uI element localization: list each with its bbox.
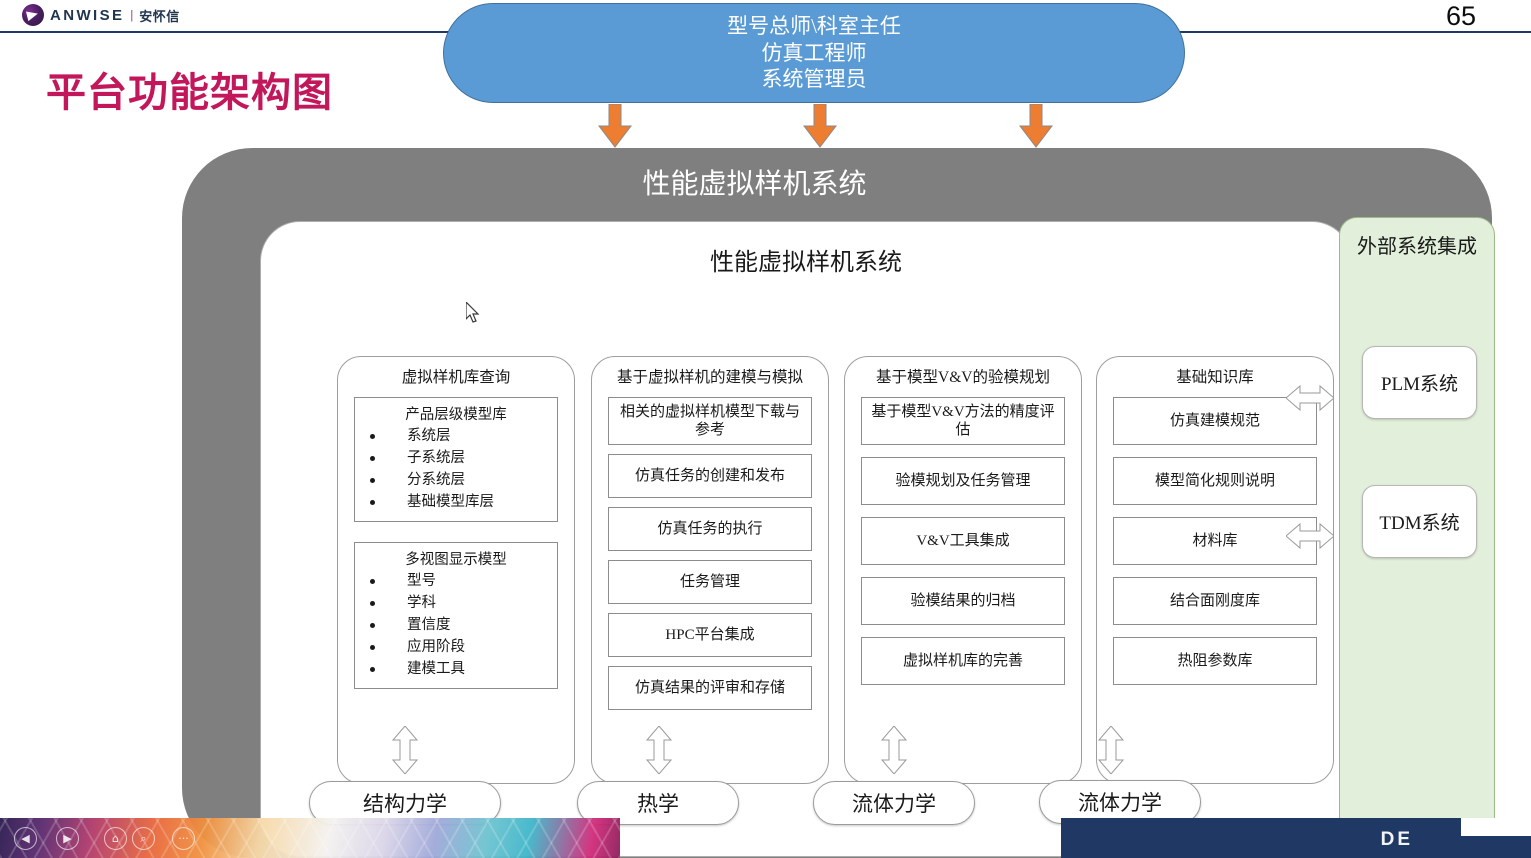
down-arrow-icon-1 (598, 104, 632, 148)
system-inner-title: 性能虚拟样机系统 (710, 250, 902, 276)
module-item[interactable]: 任务管理 (608, 560, 812, 604)
module-column-query[interactable]: 虚拟样机库查询 产品层级模型库 系统层 子系统层 分系统层 基础模型库层 多视图… (337, 356, 575, 784)
logo-mark-icon (22, 4, 44, 26)
external-systems-panel: 外部系统集成 PLM系统 TDM系统 (1339, 217, 1495, 858)
taskbar-hex-pattern (0, 818, 620, 858)
bidirectional-arrow-icon-disc-3 (880, 726, 908, 774)
logo-separator: | (130, 7, 134, 22)
role-line-3: 系统管理员 (761, 67, 867, 92)
module-item[interactable]: 材料库 (1113, 517, 1317, 565)
list-item[interactable]: 子系统层 (363, 447, 549, 469)
module-item[interactable]: 热阻参数库 (1113, 637, 1317, 685)
taskbar-brand-text: DE (1380, 829, 1413, 850)
play-icon[interactable]: ▶ (56, 827, 79, 850)
bidirectional-arrow-icon-tdm (1286, 521, 1334, 551)
page-number: 65 (1445, 1, 1476, 31)
discipline-pill-thermal[interactable]: 热学 (577, 781, 739, 825)
taskbar-artwork (0, 818, 620, 858)
home-icon[interactable]: ⌂ (104, 827, 127, 850)
group-multiview-model: 多视图显示模型 型号 学科 置信度 应用阶段 建模工具 (354, 542, 558, 690)
external-system-plm[interactable]: PLM系统 (1362, 346, 1477, 419)
module-item[interactable]: 仿真建模规范 (1113, 397, 1317, 445)
page-title: 平台功能架构图 (46, 71, 333, 115)
list-item[interactable]: 系统层 (363, 425, 549, 447)
module-item[interactable]: 验模规划及任务管理 (861, 457, 1065, 505)
group-heading: 多视图显示模型 (405, 552, 507, 569)
taskbar-white-wedge (1461, 818, 1531, 836)
system-inner-container: 性能虚拟样机系统 虚拟样机库查询 产品层级模型库 系统层 子系统层 分系统层 基… (260, 221, 1352, 857)
module-title: 基础知识库 (1176, 369, 1254, 386)
back-icon[interactable]: ◀ (14, 827, 37, 850)
bidirectional-arrow-icon-disc-2 (645, 726, 673, 774)
module-column-modeling[interactable]: 基于虚拟样机的建模与模拟 相关的虚拟样机模型下载与参考 仿真任务的创建和发布 仿… (591, 356, 829, 784)
module-item[interactable]: 虚拟样机库的完善 (861, 637, 1065, 685)
list-item[interactable]: 分系统层 (363, 469, 549, 491)
discipline-pill-fluid-2[interactable]: 流体力学 (1039, 780, 1201, 824)
module-item[interactable]: 仿真结果的评审和存储 (608, 666, 812, 710)
module-item[interactable]: 结合面刚度库 (1113, 577, 1317, 625)
module-item[interactable]: 仿真任务的执行 (608, 507, 812, 551)
bidirectional-arrow-icon-plm (1286, 383, 1334, 413)
bidirectional-arrow-icon-disc-4 (1097, 726, 1125, 774)
list-item[interactable]: 建模工具 (363, 658, 549, 680)
system-outer-title: 性能虚拟样机系统 (642, 169, 867, 200)
mouse-cursor-icon (465, 300, 482, 326)
logo-text-cn: 安怀信 (139, 8, 180, 24)
search-icon[interactable]: ⌕ (132, 827, 155, 850)
group-heading: 产品层级模型库 (405, 407, 507, 423)
module-item[interactable]: 验模结果的归档 (861, 577, 1065, 625)
module-column-vv[interactable]: 基于模型V&V的验模规划 基于模型V&V方法的精度评估 验模规划及任务管理 V&… (844, 356, 1082, 784)
taskbar-navy-strip (1061, 818, 1531, 858)
logo-text-en: ANWISE (50, 6, 125, 24)
taskbar: ◀ ▶ ⌂ ⌕ ··· DE (0, 818, 1531, 858)
anwise-logo: ANWISE | 安怀信 (22, 2, 180, 28)
list-item[interactable]: 学科 (363, 592, 549, 614)
discipline-pill-fluid-1[interactable]: 流体力学 (813, 781, 975, 825)
discipline-pill-structural[interactable]: 结构力学 (309, 781, 501, 825)
module-item[interactable]: 基于模型V&V方法的精度评估 (861, 397, 1065, 445)
roles-banner: 型号总师\科室主任 仿真工程师 系统管理员 (443, 3, 1185, 103)
group-product-hierarchy: 产品层级模型库 系统层 子系统层 分系统层 基础模型库层 (354, 397, 558, 523)
role-line-2: 仿真工程师 (761, 40, 867, 65)
down-arrow-icon-3 (1019, 104, 1053, 148)
list-item[interactable]: 型号 (363, 570, 549, 592)
module-item[interactable]: 模型简化规则说明 (1113, 457, 1317, 505)
module-title: 基于虚拟样机的建模与模拟 (616, 369, 803, 386)
module-item[interactable]: 相关的虚拟样机模型下载与参考 (608, 397, 812, 445)
module-column-knowledge[interactable]: 基础知识库 仿真建模规范 模型简化规则说明 材料库 结合面刚度库 热阻参数库 (1096, 356, 1334, 784)
module-item[interactable]: 仿真任务的创建和发布 (608, 454, 812, 498)
list-item[interactable]: 应用阶段 (363, 636, 549, 658)
module-title: 基于模型V&V的验模规划 (876, 369, 1050, 386)
module-title: 虚拟样机库查询 (401, 369, 511, 386)
external-systems-title: 外部系统集成 (1357, 236, 1477, 258)
list-item[interactable]: 基础模型库层 (363, 491, 549, 513)
module-item[interactable]: HPC平台集成 (608, 613, 812, 657)
external-system-tdm[interactable]: TDM系统 (1362, 485, 1477, 558)
bidirectional-arrow-icon-disc-1 (391, 726, 419, 774)
system-container: 性能虚拟样机系统 性能虚拟样机系统 虚拟样机库查询 产品层级模型库 系统层 子系… (182, 148, 1495, 858)
module-item[interactable]: V&V工具集成 (861, 517, 1065, 565)
role-line-1: 型号总师\科室主任 (727, 13, 901, 38)
down-arrow-icon-2 (803, 104, 837, 148)
list-item[interactable]: 置信度 (363, 614, 549, 636)
more-icon[interactable]: ··· (172, 827, 195, 850)
